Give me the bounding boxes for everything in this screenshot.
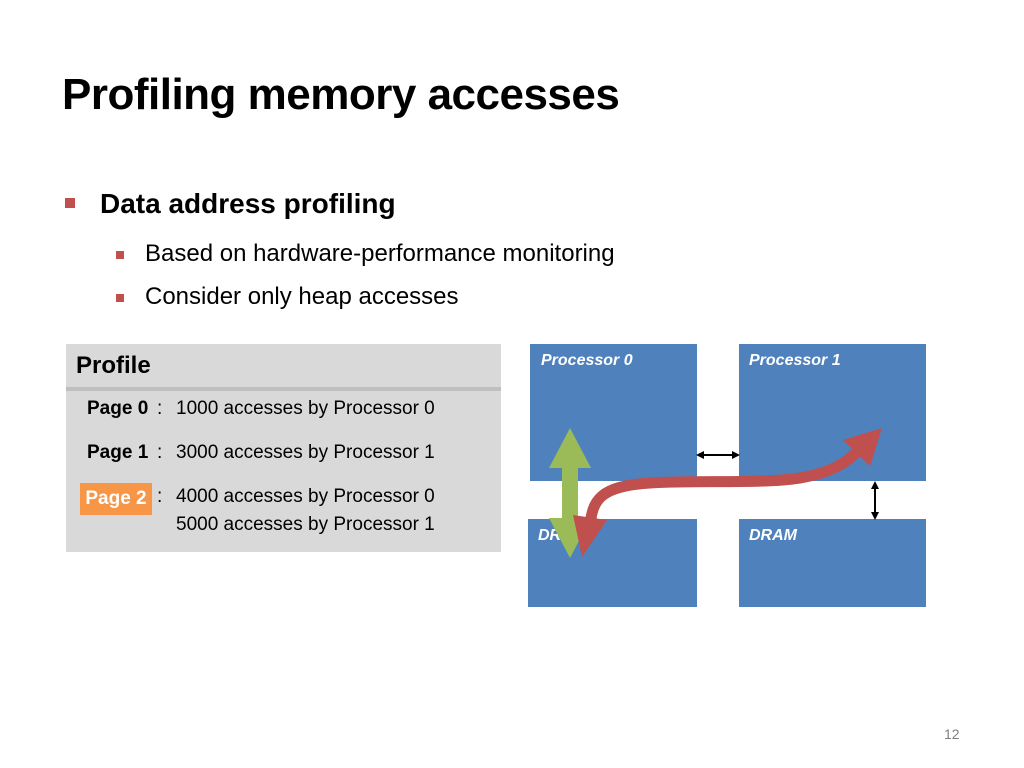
bullet-data-address-profiling: Data address profiling <box>100 188 396 219</box>
bullet-hardware-monitoring: Based on hardware-performance monitoring <box>145 240 615 267</box>
processor-0-label: Processor 0 <box>541 352 633 369</box>
dram-1-node <box>739 519 926 607</box>
page-2-sep: : <box>157 486 163 507</box>
page-1-sep: : <box>157 442 163 463</box>
page-1-label: Page 1 <box>87 442 149 463</box>
dram-1-label: DRAM <box>749 527 797 544</box>
bullet-marker <box>65 198 75 208</box>
bullet-marker <box>116 251 124 259</box>
processor-1-label: Processor 1 <box>749 352 841 369</box>
remote-access-arrow <box>573 428 882 557</box>
page-number: 12 <box>944 726 960 742</box>
profile-divider <box>66 387 501 391</box>
bullet-heap-accesses: Consider only heap accesses <box>145 283 459 310</box>
page-0-label: Page 0 <box>87 398 149 419</box>
page-2-accesses-p1: 5000 accesses by Processor 1 <box>176 514 435 535</box>
bullet-marker <box>116 294 124 302</box>
page-2-label: Page 2 <box>80 483 152 515</box>
page-1-accesses: 3000 accesses by Processor 1 <box>176 442 435 463</box>
slide-title: Profiling memory accesses <box>62 70 620 119</box>
profile-heading: Profile <box>76 352 151 379</box>
page-0-accesses: 1000 accesses by Processor 0 <box>176 398 435 419</box>
processor-1-node <box>739 344 926 481</box>
page-2-accesses-p0: 4000 accesses by Processor 0 <box>176 486 435 507</box>
dram-0-node <box>528 519 697 607</box>
profile-panel: Profile <box>66 344 501 552</box>
page-0-sep: : <box>157 398 163 419</box>
